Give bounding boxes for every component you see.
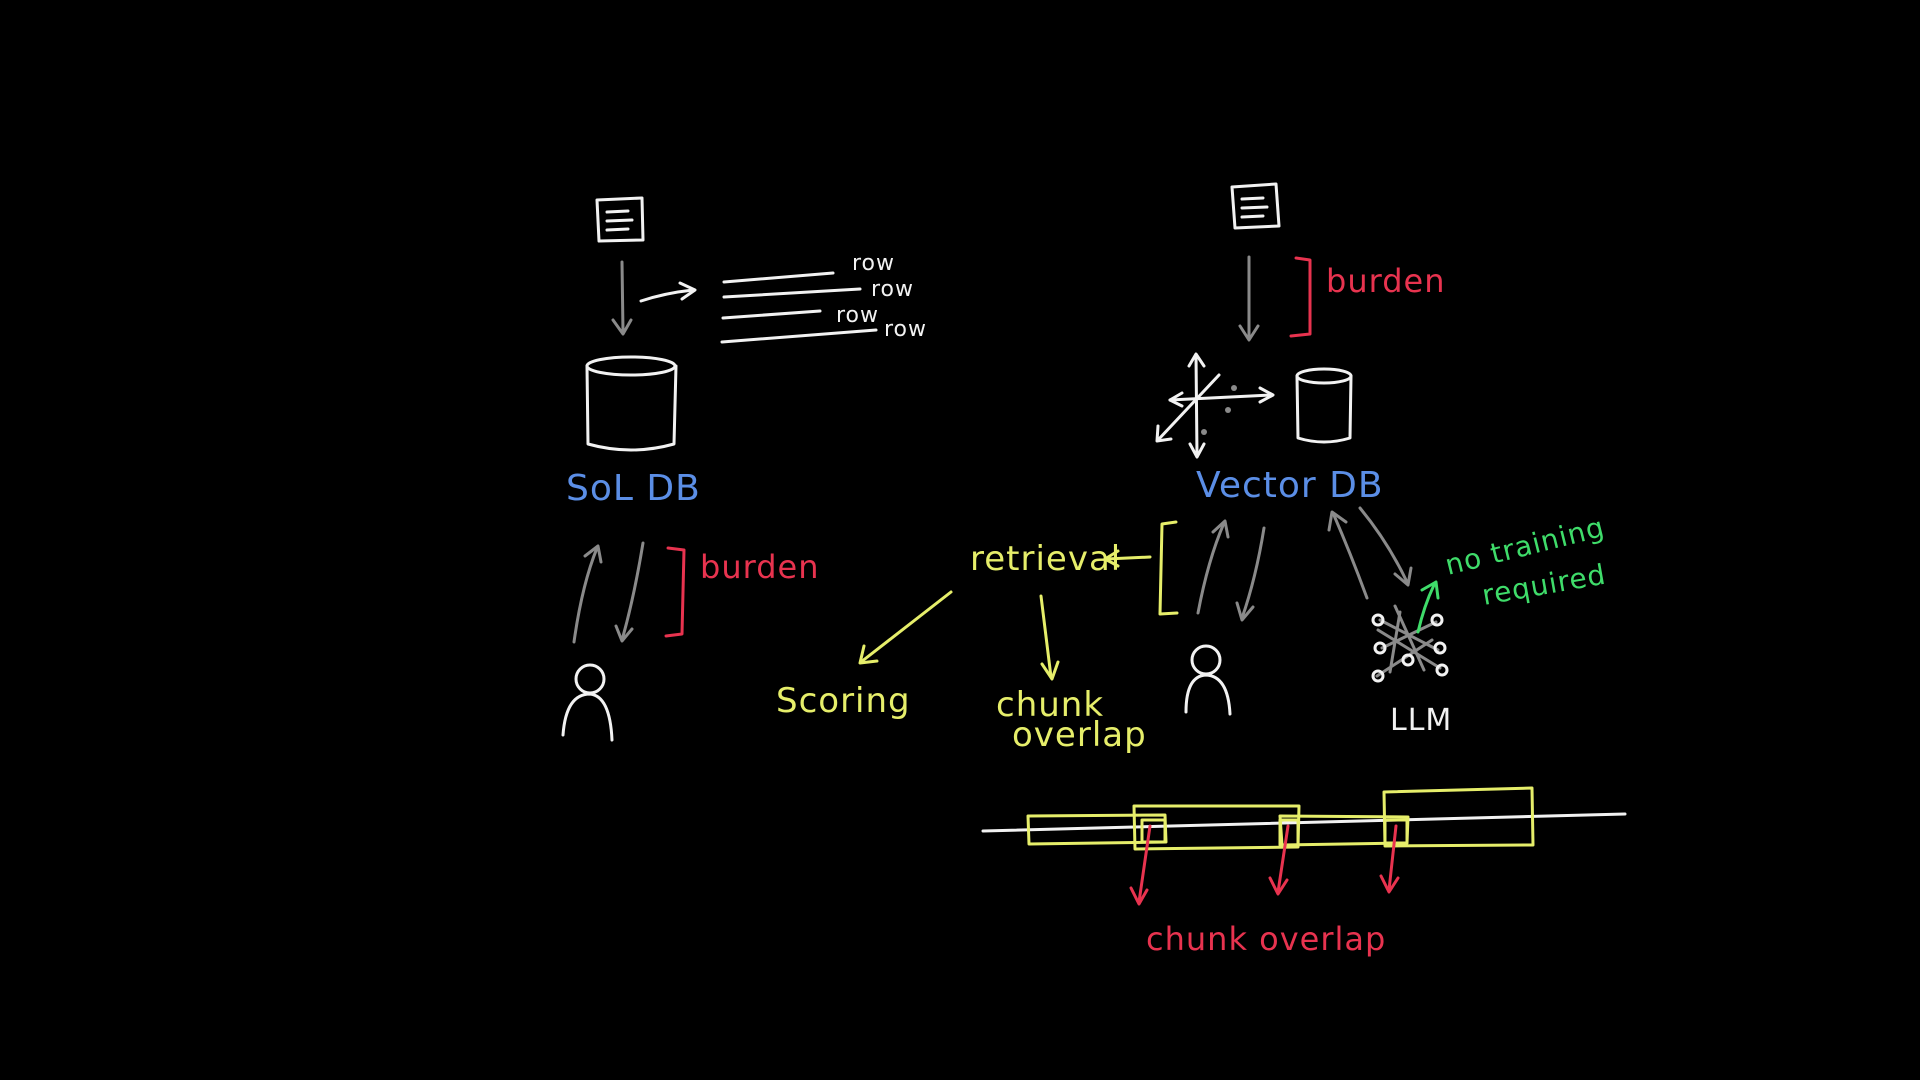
scoring-label: Scoring bbox=[776, 681, 911, 721]
burden-label-right: burden bbox=[1326, 262, 1445, 300]
arrow-bracket-to-retrieval bbox=[1103, 549, 1152, 568]
chunk-overlap-bottom-label: chunk overlap bbox=[1146, 920, 1386, 958]
chunk-overlap-label-line2: overlap bbox=[1012, 715, 1147, 755]
arrow-llm-to-vectordb bbox=[1327, 510, 1369, 600]
document-icon-right bbox=[1230, 182, 1281, 230]
llm-network-icon bbox=[1371, 604, 1449, 683]
vector-db-label: Vector DB bbox=[1196, 465, 1384, 506]
sql-db-label: SoL DB bbox=[566, 468, 701, 509]
chunk-boxes bbox=[1026, 786, 1535, 851]
user-icon-left bbox=[561, 663, 614, 742]
burden-bracket-right bbox=[1289, 256, 1312, 338]
arrow-vectordb-to-user bbox=[1235, 526, 1266, 622]
no-training-arrow bbox=[1416, 580, 1440, 634]
burden-label-left: burden bbox=[700, 548, 819, 586]
arrow-doc-to-vectordb bbox=[1238, 255, 1260, 342]
burden-bracket-left bbox=[664, 546, 686, 638]
user-icon-right bbox=[1184, 644, 1232, 716]
arrow-retrieval-to-chunk-overlap bbox=[1039, 594, 1060, 681]
arrow-doc-to-sqldb bbox=[611, 260, 633, 336]
arrow-vectordb-to-llm bbox=[1358, 506, 1413, 587]
arrow-sqldb-to-user bbox=[614, 541, 645, 643]
sql-database-icon bbox=[585, 355, 678, 452]
arrow-retrieval-to-scoring bbox=[858, 590, 953, 665]
arrow-to-rows bbox=[639, 281, 697, 303]
llm-label: LLM bbox=[1390, 703, 1452, 738]
chunk-overlap-label-line1: chunk bbox=[996, 685, 1104, 725]
row-label-2: row bbox=[871, 277, 914, 302]
arrow-user-to-sqldb bbox=[572, 544, 603, 644]
row-label-1: row bbox=[852, 251, 895, 276]
document-icon-left bbox=[595, 196, 645, 243]
retrieval-bracket bbox=[1158, 520, 1179, 616]
overlap-arrows bbox=[1129, 824, 1400, 906]
retrieval-label: retrieval bbox=[970, 539, 1121, 579]
document-timeline bbox=[981, 812, 1627, 833]
arrow-user-to-vectordb bbox=[1196, 519, 1230, 615]
row-label-3: row bbox=[836, 303, 879, 328]
row-label-4: row bbox=[884, 317, 927, 342]
row-lines bbox=[720, 271, 878, 344]
embedding-axes-icon bbox=[1155, 352, 1275, 459]
vector-database-icon bbox=[1295, 367, 1353, 444]
